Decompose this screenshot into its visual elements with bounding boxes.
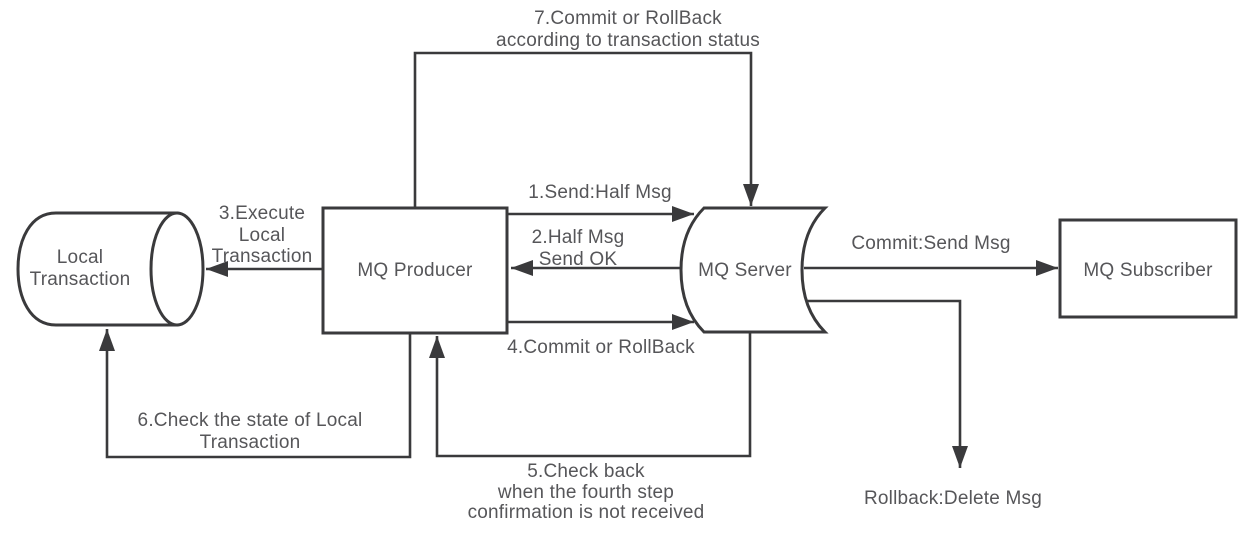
node-mq-subscriber: MQ Subscriber bbox=[1058, 218, 1238, 319]
node-local-transaction: Local Transaction bbox=[16, 211, 205, 327]
node-mq-server: MQ Server bbox=[679, 206, 829, 334]
edge-step5-check-back bbox=[429, 332, 752, 458]
step4-label: 4.Commit or RollBack bbox=[507, 337, 695, 358]
step7-label-line1: 7.Commit or RollBack bbox=[534, 8, 722, 29]
edge-step6-check-state bbox=[99, 329, 412, 459]
step2-label-line2: Send OK bbox=[539, 249, 618, 270]
step7-label-line2: according to transaction status bbox=[496, 30, 760, 51]
cylinder-body bbox=[16, 211, 179, 327]
step3-label-line3: Transaction bbox=[212, 246, 313, 267]
step6-label-line1: 6.Check the state of Local bbox=[138, 410, 363, 431]
rollback-delete-msg-label: Rollback:Delete Msg bbox=[864, 488, 1042, 509]
label-step5: 5.Check back when the fourth step confir… bbox=[468, 461, 705, 523]
mq-producer-box bbox=[321, 206, 509, 335]
step5-label-line1: 5.Check back bbox=[527, 461, 645, 482]
label-step7: 7.Commit or RollBack according to transa… bbox=[496, 8, 760, 51]
step1-label: 1.Send:Half Msg bbox=[528, 182, 671, 203]
step5-label-line3: confirmation is not received bbox=[468, 502, 705, 523]
step6-label-line2: Transaction bbox=[200, 432, 301, 453]
step3-label-line2: Local bbox=[239, 225, 285, 246]
mq-server-label: MQ Server bbox=[698, 260, 792, 281]
edge-rollback-delete-msg bbox=[807, 299, 968, 468]
local-transaction-label-line1: Local bbox=[57, 247, 103, 268]
mq-subscriber-box bbox=[1058, 218, 1238, 319]
mq-subscriber-label: MQ Subscriber bbox=[1083, 260, 1213, 281]
label-step6: 6.Check the state of Local Transaction bbox=[138, 410, 363, 453]
local-transaction-label-line2: Transaction bbox=[30, 269, 131, 290]
commit-send-msg-label: Commit:Send Msg bbox=[851, 233, 1010, 254]
edge-step7-commit-rollback-status bbox=[413, 51, 759, 208]
step5-label-line2: when the fourth step bbox=[497, 482, 674, 503]
step2-label-line1: 2.Half Msg bbox=[532, 227, 625, 248]
step3-label-line1: 3.Execute bbox=[219, 203, 305, 224]
mq-producer-label: MQ Producer bbox=[357, 260, 473, 281]
mq-server-stored-data-shape bbox=[679, 206, 829, 334]
node-mq-producer: MQ Producer bbox=[321, 206, 509, 335]
label-step3: 3.Execute Local Transaction bbox=[212, 203, 313, 267]
cylinder-face bbox=[149, 211, 205, 327]
label-step2: 2.Half Msg Send OK bbox=[532, 227, 625, 270]
